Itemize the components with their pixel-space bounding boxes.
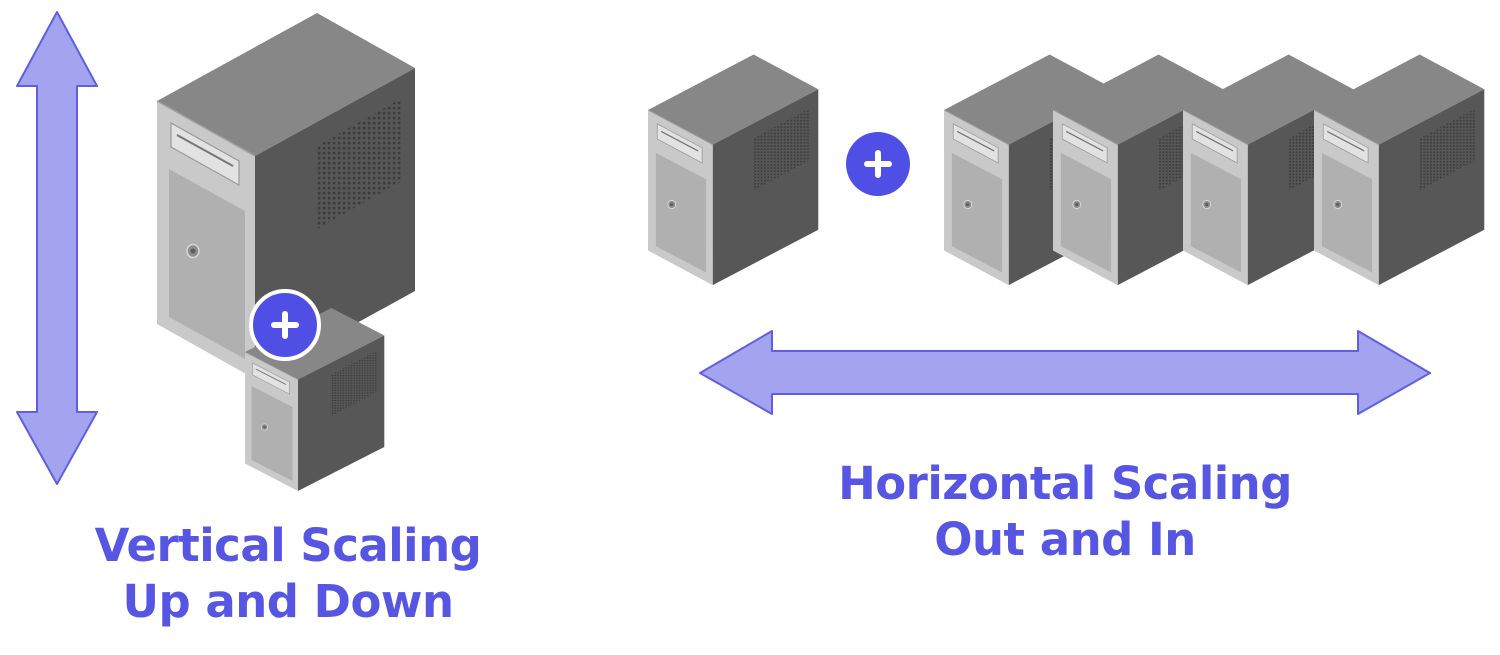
horizontal-scaling-title: Horizontal Scaling bbox=[838, 457, 1292, 510]
horizontal-scaling-label: Horizontal Scaling Out and In bbox=[832, 456, 1298, 568]
vertical-double-arrow-icon bbox=[16, 11, 98, 485]
vertical-scaling-subtitle: Up and Down bbox=[122, 575, 454, 628]
vertical-plus-icon bbox=[249, 289, 321, 361]
horizontal-scaling-subtitle: Out and In bbox=[934, 513, 1196, 566]
single-server-icon bbox=[647, 53, 819, 286]
server-cluster bbox=[943, 53, 1485, 286]
horizontal-double-arrow-icon bbox=[699, 330, 1431, 415]
vertical-scaling-label: Vertical Scaling Up and Down bbox=[88, 518, 488, 630]
horizontal-plus-icon bbox=[846, 132, 910, 196]
vertical-scaling-title: Vertical Scaling bbox=[94, 519, 482, 572]
